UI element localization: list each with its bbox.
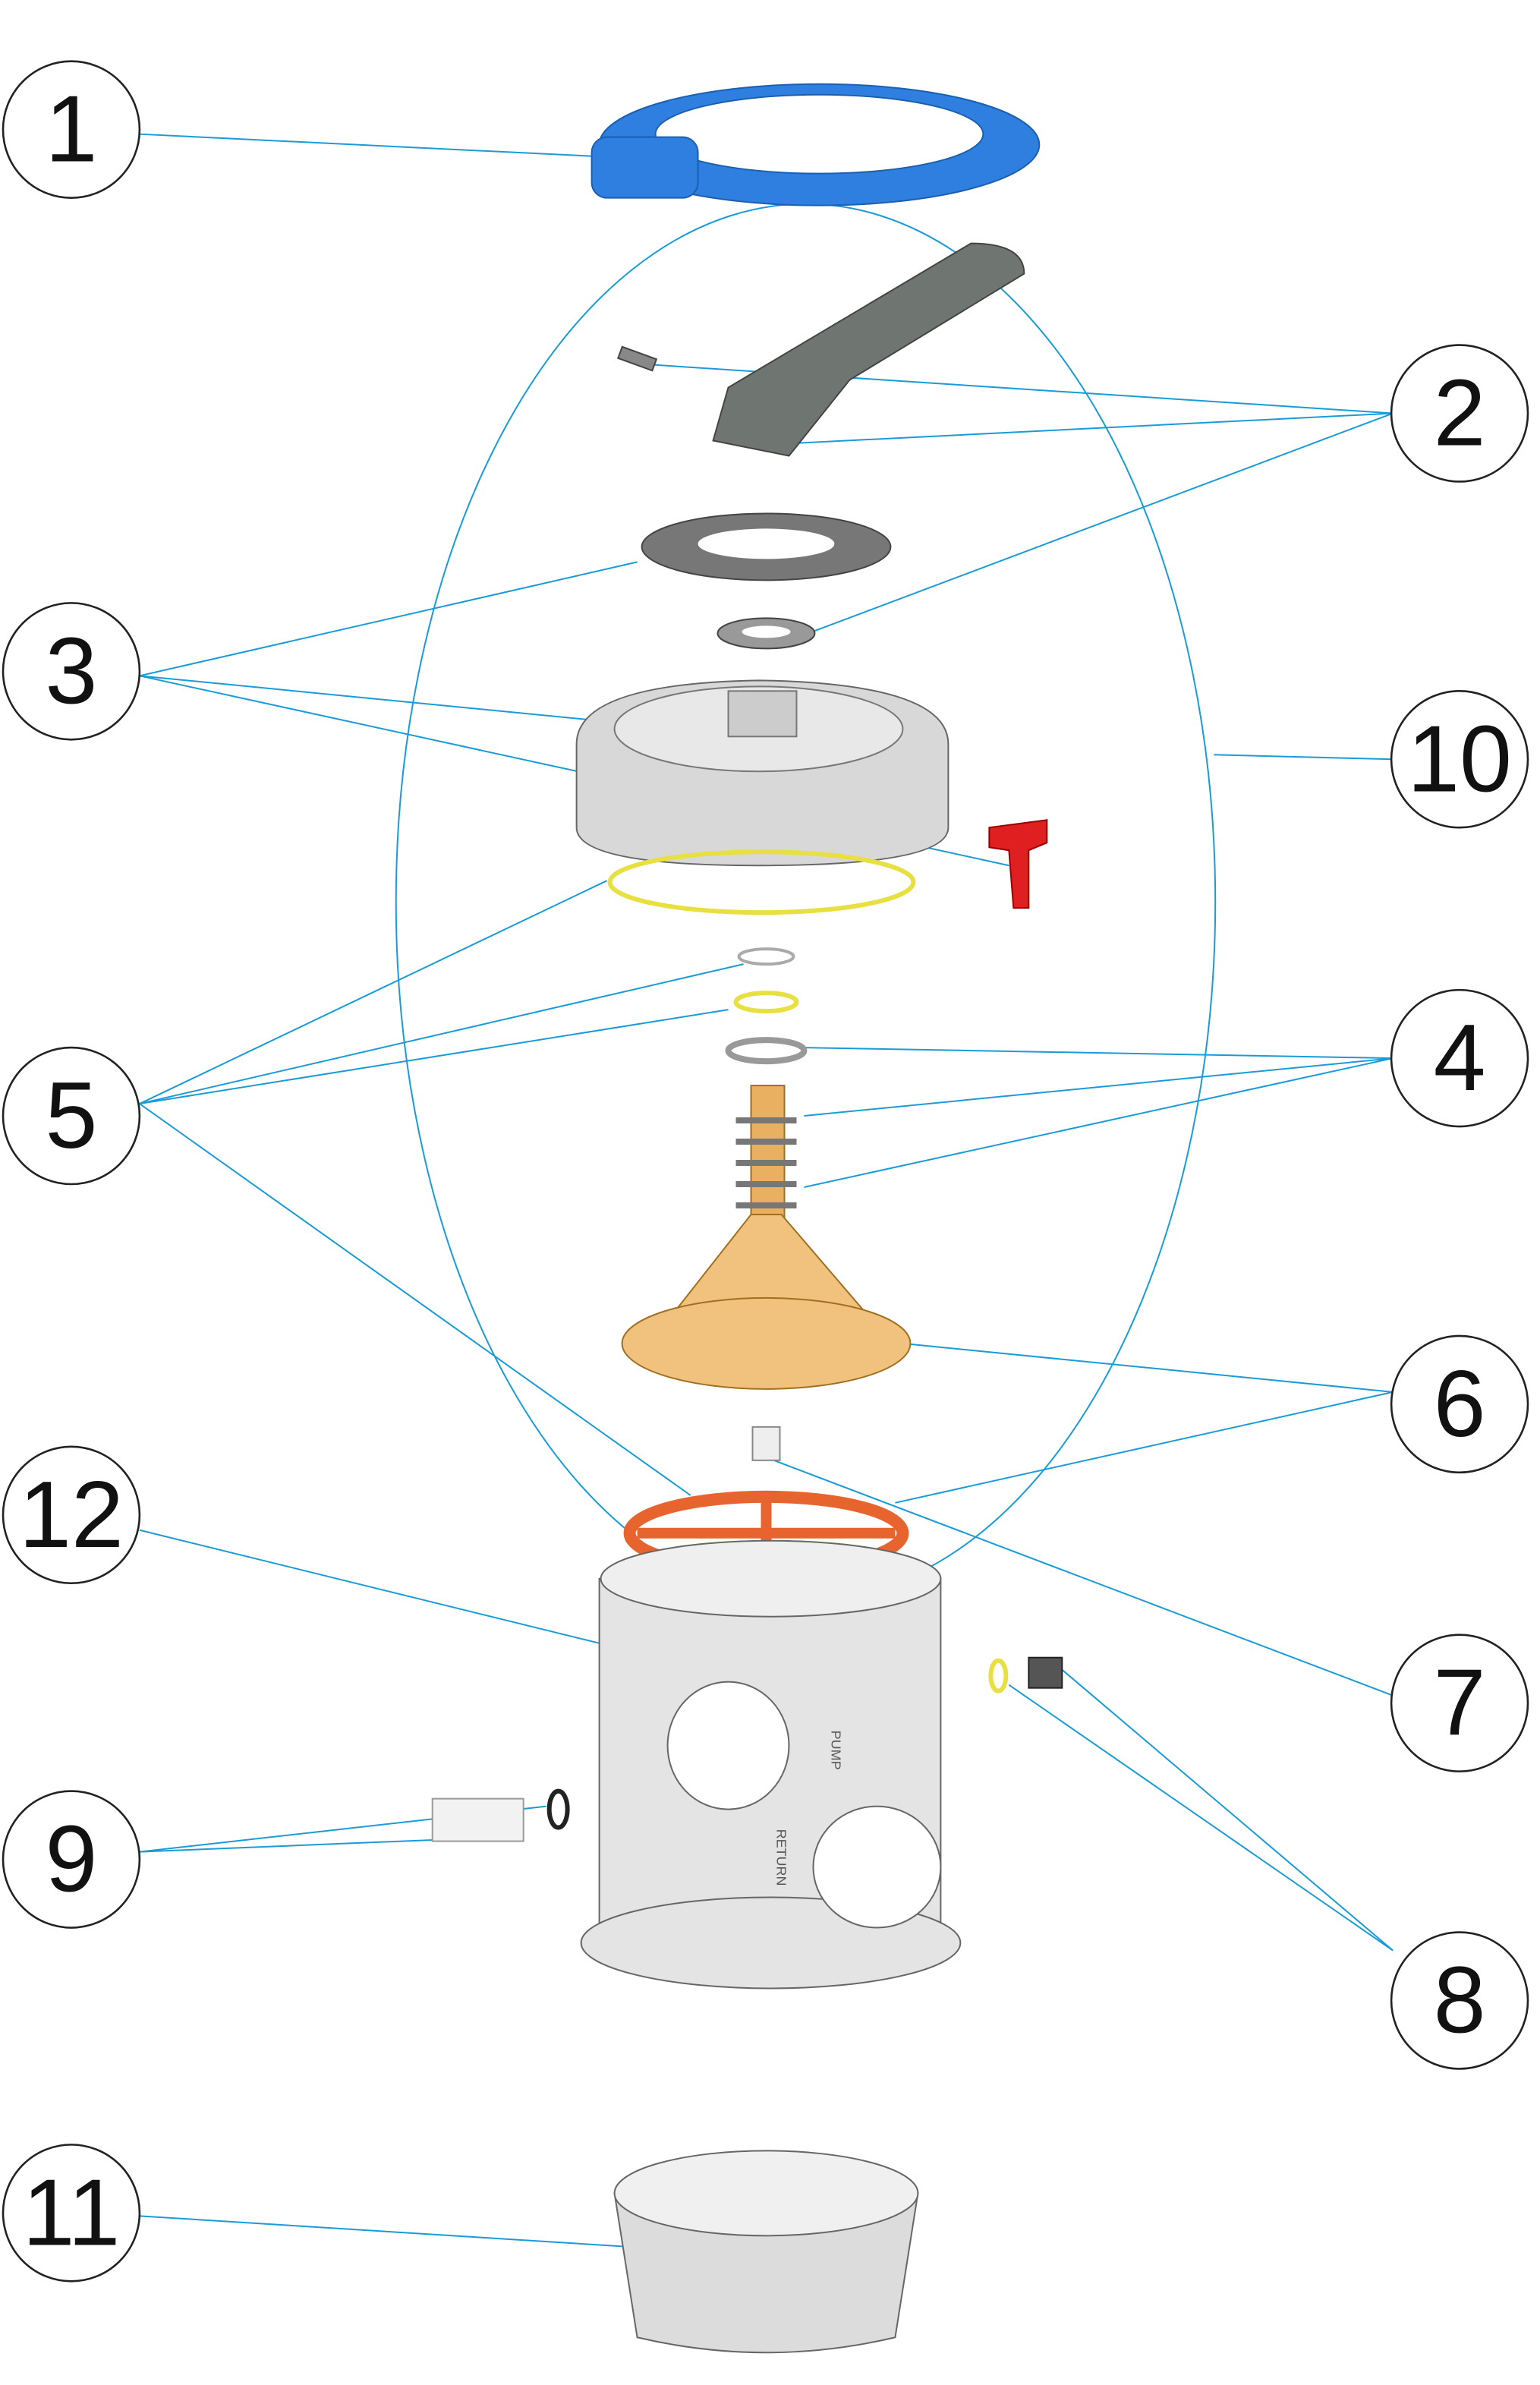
svg-text:9: 9	[45, 1807, 97, 1912]
svg-text:8: 8	[1434, 1948, 1486, 2053]
svg-text:6: 6	[1434, 1352, 1486, 1457]
part-1-locking-ring	[590, 83, 1041, 206]
svg-text:12: 12	[19, 1463, 124, 1567]
callout-2: 2	[1390, 344, 1529, 483]
part-11-lateral-basket	[613, 2150, 919, 2354]
svg-text:7: 7	[1434, 1651, 1486, 1756]
part-4-spring-and-washers	[725, 1037, 808, 1238]
svg-text:4: 4	[1434, 1006, 1486, 1111]
part-6-rotor-cone	[621, 1213, 912, 1461]
svg-text:10: 10	[1407, 707, 1512, 811]
callout-4: 4	[1390, 988, 1529, 1128]
callout-5: 5	[2, 1046, 141, 1186]
callout-1: 1	[2, 60, 141, 199]
callout-9: 9	[2, 1790, 141, 1929]
svg-text:3: 3	[45, 619, 97, 723]
svg-text:5: 5	[45, 1063, 97, 1168]
pump-marking: PUMP	[828, 1731, 843, 1770]
return-marking: RETURN	[773, 1829, 789, 1886]
svg-text:1: 1	[45, 77, 97, 182]
part-3-valve-cover	[575, 679, 1048, 909]
part-12-valve-body: PUMP RETURN	[580, 1539, 962, 1990]
part-9-fitting	[431, 1788, 570, 1842]
part-2-handle	[617, 242, 1025, 650]
callout-12: 12	[2, 1445, 141, 1585]
callout-3: 3	[2, 602, 141, 741]
callout-6: 6	[1390, 1334, 1529, 1474]
callout-10: 10	[1390, 690, 1529, 829]
leader-lines	[139, 133, 1394, 2248]
callout-11: 11	[2, 2144, 141, 2283]
callout-8: 8	[1390, 1931, 1529, 2070]
svg-text:2: 2	[1434, 361, 1486, 466]
svg-text:11: 11	[23, 2160, 121, 2265]
part-8-drain-plug	[988, 1656, 1063, 1693]
callout-7: 7	[1390, 1634, 1529, 1772]
